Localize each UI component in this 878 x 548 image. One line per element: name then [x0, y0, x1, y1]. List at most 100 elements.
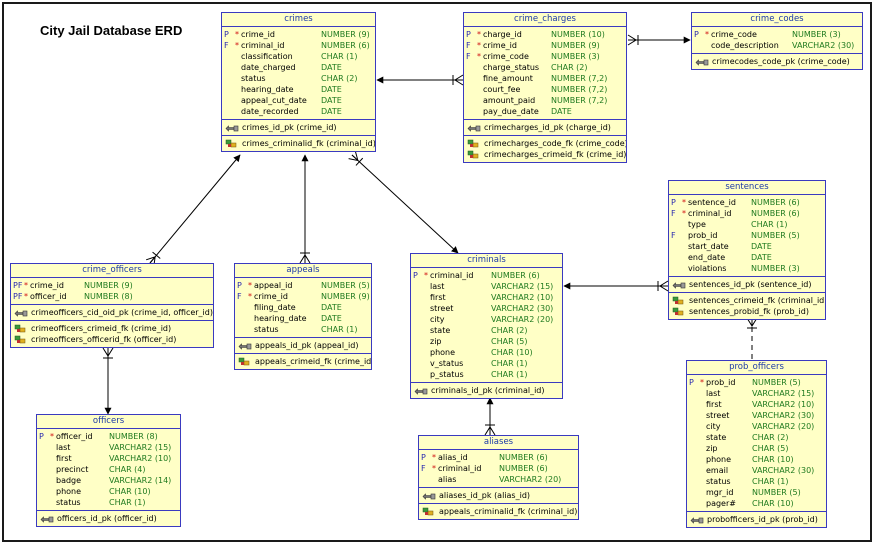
column-type: NUMBER (6) [499, 453, 548, 462]
column-type: NUMBER (5) [751, 231, 800, 240]
foreign-key-constraint: crimeofficers_crimeid_fk (crime_id) [11, 323, 213, 334]
column-type: VARCHAR2 (20) [752, 422, 815, 431]
column-type: NUMBER (7,2) [551, 74, 608, 83]
mandatory-marker: * [700, 378, 704, 387]
column-row: first VARCHAR2 (10) [37, 453, 180, 464]
column-name: status [56, 498, 81, 507]
key-marker: PF [13, 292, 23, 301]
column-type: DATE [751, 253, 772, 262]
column-name: start_date [688, 242, 729, 251]
key-icon [695, 58, 709, 69]
column-type: NUMBER (9) [551, 41, 600, 50]
column-type: NUMBER (6) [499, 464, 548, 473]
column-name: filing_date [254, 303, 296, 312]
mandatory-marker: * [235, 41, 239, 50]
mandatory-marker: * [682, 198, 686, 207]
column-type: NUMBER (3) [751, 264, 800, 273]
column-type: NUMBER (6) [751, 209, 800, 218]
constraint-label: sentences_id_pk (sentence_id) [689, 280, 812, 289]
column-name: pay_due_date [483, 107, 539, 116]
mandatory-marker: * [424, 271, 428, 280]
column-type: CHAR (2) [491, 326, 528, 335]
column-name: state [430, 326, 451, 335]
column-name: first [56, 454, 72, 463]
primary-key-list: probofficers_id_pk (prob_id) [687, 512, 826, 527]
column-name: fine_amount [483, 74, 533, 83]
column-name: zip [430, 337, 442, 346]
constraint-label: crimecharges_id_pk (charge_id) [484, 123, 611, 132]
column-type: DATE [551, 107, 572, 116]
key-marker: PF [13, 281, 23, 290]
column-type: VARCHAR2 (15) [491, 282, 554, 291]
column-name: officer_id [30, 292, 67, 301]
column-name: appeal_id [254, 281, 293, 290]
foreign-key-icon [238, 357, 252, 369]
mandatory-marker: * [24, 281, 28, 290]
column-name: crime_id [30, 281, 64, 290]
primary-key-constraint: sentences_id_pk (sentence_id) [669, 279, 825, 290]
foreign-key-constraint: sentences_crimeid_fk (criminal_id) [669, 295, 825, 306]
column-row: violations NUMBER (3) [669, 263, 825, 274]
constraint-label: appeals_criminalid_fk (criminal_id) [439, 507, 578, 516]
entity-name: crime_charges [464, 13, 626, 27]
key-icon [672, 281, 686, 293]
mandatory-marker: * [477, 30, 481, 39]
column-name: criminal_id [688, 209, 732, 218]
primary-key-constraint: officers_id_pk (officer_id) [37, 513, 180, 524]
column-name: crime_id [254, 292, 288, 301]
column-type: VARCHAR2 (10) [109, 454, 172, 463]
diagram-title: City Jail Database ERD [40, 23, 183, 38]
foreign-key-constraint: sentences_probid_fk (prob_id) [669, 306, 825, 317]
foreign-key-icon [422, 507, 436, 519]
primary-key-constraint: crimes_id_pk (crime_id) [222, 122, 375, 133]
column-name: violations [688, 264, 727, 273]
foreign-key-list: crimeofficers_crimeid_fk (crime_id)crime… [11, 321, 213, 347]
foreign-key-list: appeals_crimeid_fk (crime_id) [235, 354, 371, 369]
key-marker: P [689, 378, 694, 387]
column-name: first [706, 400, 722, 409]
mandatory-marker: * [682, 209, 686, 218]
column-type: NUMBER (7,2) [551, 96, 608, 105]
constraint-label: aliases_id_pk (alias_id) [439, 491, 531, 500]
key-marker: P [671, 198, 676, 207]
column-name: date_charged [241, 63, 296, 72]
primary-key-constraint: aliases_id_pk (alias_id) [419, 490, 578, 501]
column-name: officer_id [56, 432, 93, 441]
column-name: hearing_date [241, 85, 294, 94]
key-marker: F [671, 209, 676, 218]
column-type: CHAR (1) [491, 370, 528, 379]
constraint-label: officers_id_pk (officer_id) [57, 514, 157, 523]
constraint-label: criminals_id_pk (criminal_id) [431, 386, 545, 395]
key-marker: P [421, 453, 426, 462]
column-type: VARCHAR2 (30) [752, 466, 815, 475]
column-name: status [254, 325, 279, 334]
